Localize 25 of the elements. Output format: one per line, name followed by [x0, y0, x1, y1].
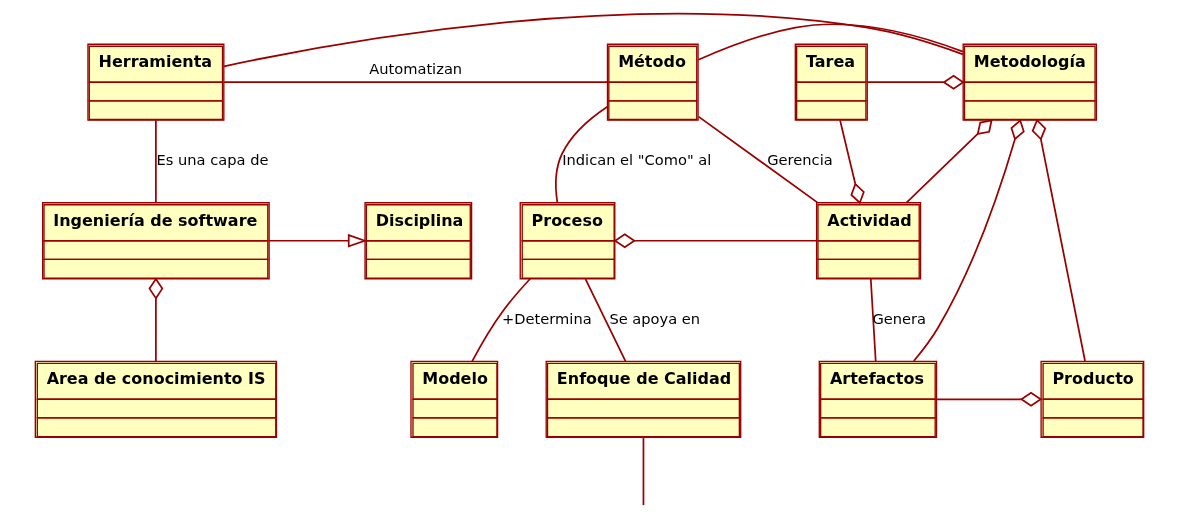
- connector: [223, 12, 964, 68]
- edge-label: Es una capa de: [156, 151, 269, 169]
- connector: [912, 119, 1025, 362]
- connector: [613, 233, 818, 249]
- connector: [223, 81, 609, 84]
- connector: [869, 278, 877, 363]
- edge-label: Gerencia: [767, 151, 833, 169]
- connector: [935, 391, 1043, 407]
- edge-label: Automatizan: [369, 59, 463, 77]
- edge-label: Se apoya en: [609, 309, 701, 327]
- connector: [905, 119, 993, 204]
- connector: [584, 278, 627, 363]
- arrow: [268, 233, 368, 248]
- connector: [697, 115, 819, 204]
- connector: [148, 277, 164, 363]
- edge-label: +Determina: [502, 309, 592, 327]
- connector: [866, 74, 965, 90]
- connector: [839, 119, 865, 205]
- edge-label: Indican el "Como" al: [562, 151, 712, 169]
- connector: [697, 23, 964, 61]
- connector: [642, 436, 645, 506]
- connector: [555, 105, 609, 204]
- connector: [155, 119, 157, 204]
- connector: [471, 277, 532, 363]
- connector: [1031, 118, 1086, 362]
